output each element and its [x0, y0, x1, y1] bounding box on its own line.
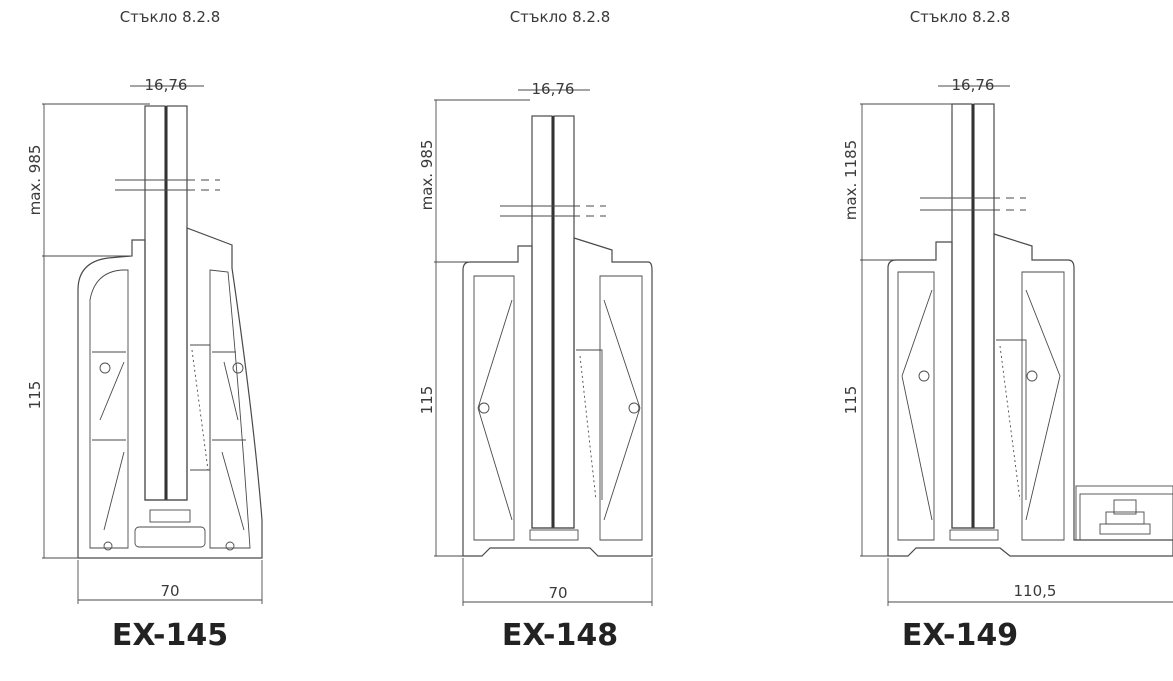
max-height-dim: max. 1185	[842, 140, 860, 220]
glass-pane-right	[553, 115, 575, 529]
glass-width-dim: 16,76	[145, 76, 188, 94]
glass-pane-right	[166, 105, 188, 501]
glass-pane-left	[951, 103, 973, 529]
max-height-dim: max. 985	[418, 140, 436, 211]
panel-ex-149: Стъкло 8.2.8 16,76	[810, 0, 1173, 681]
break-mark	[500, 205, 615, 217]
glass-label: Стъкло 8.2.8	[509, 8, 611, 26]
profile-drawing-ex-145: 16,76 max. 985 115 70	[26, 76, 263, 604]
break-mark	[115, 179, 220, 191]
profile-drawing-ex-149: 16,76 max. 1185 115 110,5	[842, 76, 1173, 606]
profile-height-dim: 115	[26, 381, 44, 410]
base-width-dim: 110,5	[1014, 582, 1057, 600]
glass-width-dim: 16,76	[952, 76, 995, 94]
profile-height-dim: 115	[418, 386, 436, 415]
max-height-dim: max. 985	[26, 145, 44, 216]
base-width-dim: 70	[160, 582, 179, 600]
panel-ex-148: Стъкло 8.2.8 16,76 max. 985 115 70 EX-14…	[390, 0, 730, 681]
panel-ex-145: Стъкло 8.2.8 16,76 m	[0, 0, 340, 681]
glass-pane-right	[973, 103, 995, 529]
glass-label: Стъкло 8.2.8	[119, 8, 221, 26]
break-mark	[920, 197, 1028, 211]
base-width-dim: 70	[548, 584, 567, 602]
model-label: EX-149	[901, 618, 1019, 653]
glass-pane-left	[144, 105, 166, 501]
profile-outline	[77, 227, 263, 559]
glass-label: Стъкло 8.2.8	[909, 8, 1011, 26]
glass-pane-left	[531, 115, 553, 529]
model-label: EX-148	[501, 618, 619, 653]
profile-outline	[462, 237, 653, 557]
profile-outline	[887, 233, 1173, 557]
model-label: EX-145	[111, 618, 229, 653]
profile-inner	[89, 269, 129, 549]
profile-height-dim: 115	[842, 386, 860, 415]
profile-drawing-ex-148: 16,76 max. 985 115 70	[418, 80, 653, 606]
glass-width-dim: 16,76	[532, 80, 575, 98]
bolt-icon	[1099, 499, 1151, 535]
